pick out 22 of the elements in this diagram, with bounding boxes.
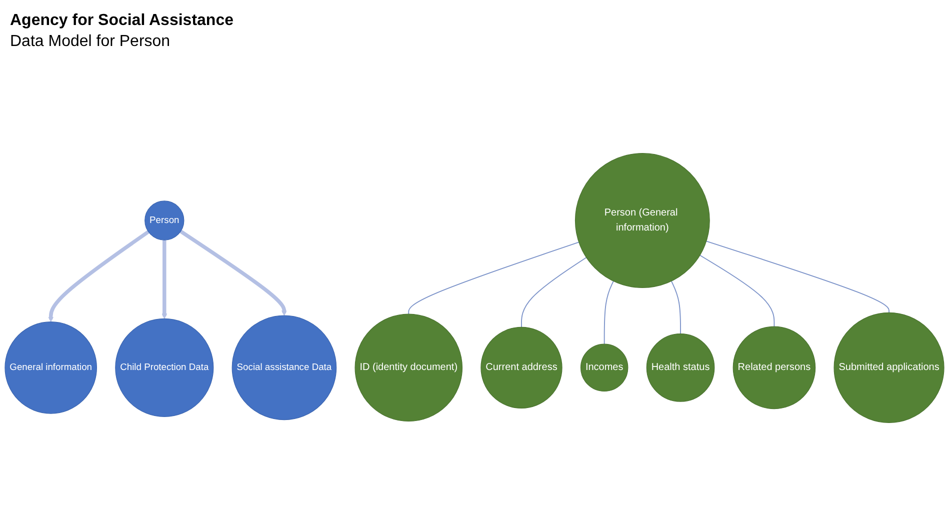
node-circle: Related persons — [732, 326, 816, 410]
connector — [706, 240, 890, 314]
node-circle: Current address — [480, 326, 562, 408]
node-circle: Incomes — [580, 344, 628, 392]
connector — [408, 242, 580, 315]
node-circle: Health status — [646, 334, 715, 402]
diagram-title: Agency for Social Assistance — [10, 12, 234, 30]
connector — [521, 257, 587, 328]
subtitle: Data Model for Person — [10, 33, 172, 51]
node-circle: Person (General information) — [574, 153, 710, 288]
connector — [699, 254, 775, 328]
node-circle: General information — [4, 322, 97, 414]
node-circle: Submitted applications — [834, 312, 944, 423]
connector — [670, 280, 681, 334]
arrow — [48, 230, 150, 322]
arrow — [162, 240, 168, 319]
arrow — [180, 230, 287, 316]
connector — [604, 280, 614, 345]
node-circle: ID (identity document) — [354, 314, 463, 422]
node-circle: Social assistance Data — [232, 315, 337, 420]
node-circle: Person — [144, 200, 184, 240]
node-circle: Child Protection Data — [115, 318, 214, 417]
